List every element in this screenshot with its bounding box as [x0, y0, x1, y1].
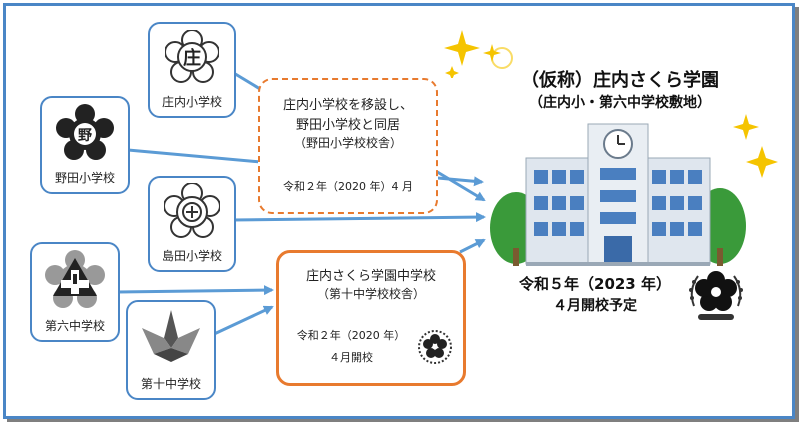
- school-card-shimada: 島田小学校: [148, 176, 236, 272]
- school-name-noda: 野田小学校: [54, 171, 115, 185]
- noda-emblem-icon: 野: [56, 104, 114, 160]
- school-card-dairoku: 第六中学校: [30, 242, 120, 342]
- relocation-line-2: 野田小学校と同居: [295, 118, 400, 133]
- arrow-junior-to-gakuen: [459, 238, 486, 254]
- shimada-emblem-icon: [164, 183, 220, 238]
- svg-text:野: 野: [78, 128, 92, 144]
- school-card-daijuu: 第十中学校: [126, 300, 216, 400]
- sparkle-icon: [733, 114, 778, 178]
- relocation-box: 庄内小学校を移設し、 野田小学校と同居 （野田小学校校舎） 令和２年（2020 …: [258, 78, 438, 214]
- sakura-emblem-icon: [418, 330, 452, 364]
- school-card-shonai: 庄 庄内小学校: [148, 22, 236, 118]
- school-name-daijuu: 第十中学校: [140, 377, 201, 391]
- daijuu-emblem-icon: [142, 310, 200, 362]
- relocation-date: 令和２年（2020 年）4 月: [283, 180, 413, 193]
- gakuen-subtitle: （庄内小・第六中学校敷地）: [529, 95, 711, 111]
- shonai-emblem-icon: 庄: [165, 30, 219, 83]
- dairoku-emblem-icon: [45, 250, 105, 308]
- gakuen-title: （仮称）庄内さくら学園: [521, 70, 719, 91]
- gakuen-open-note: ４月開校予定: [553, 298, 637, 314]
- relocation-line-3: （野田小学校校舎）: [293, 136, 402, 150]
- junior-high-date-1: 令和２年（2020 年）: [296, 329, 406, 342]
- arrow-dairoku-to-junior: [117, 285, 274, 296]
- sparkle-icon: [444, 30, 513, 78]
- school-name-shonai: 庄内小学校: [161, 95, 222, 109]
- arrow-relocation-to-gakuen: [433, 168, 486, 202]
- school-name-dairoku: 第六中学校: [44, 319, 105, 333]
- junior-high-box: 庄内さくら学園中学校 （第十中学校校舎） 令和２年（2020 年） ４月開校: [276, 250, 466, 386]
- school-name-shimada: 島田小学校: [161, 249, 222, 263]
- relocation-line-1: 庄内小学校を移設し、: [282, 98, 413, 113]
- gakuen-open-date: 令和５年（2023 年）: [519, 275, 671, 293]
- junior-high-building: （第十中学校校舎）: [316, 287, 425, 301]
- school-building-icon: [490, 123, 746, 266]
- school-card-noda: 野 野田小学校: [40, 96, 130, 194]
- junior-high-date-2: ４月開校: [329, 351, 373, 364]
- arrow-daijuu-to-junior: [211, 305, 274, 337]
- arrow-shimada-to-gakuen: [231, 212, 486, 223]
- junior-high-name: 庄内さくら学園中学校: [305, 269, 436, 284]
- svg-text:庄: 庄: [183, 47, 201, 69]
- sakura-emblem-icon: [689, 271, 743, 320]
